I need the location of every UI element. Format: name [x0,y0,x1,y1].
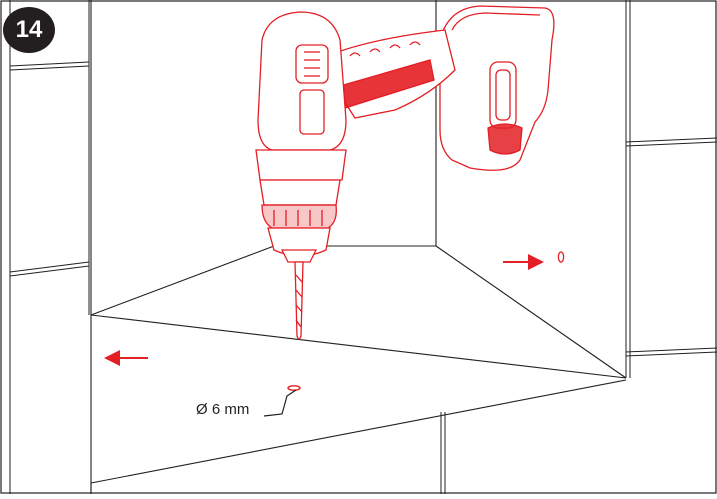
dimension-leader [263,389,297,417]
wall-tiles [9,0,717,494]
drill-hole-mark-floor-icon [287,385,301,391]
cordless-drill-icon [255,5,555,340]
arrow-left-icon [104,350,148,366]
drill-hole-mark-icon [557,251,565,263]
arrow-right-icon [503,254,544,270]
step-number-badge: 14 [3,7,55,53]
wall-niche [90,0,627,494]
hole-diameter-label: Ø 6 mm [196,401,250,418]
